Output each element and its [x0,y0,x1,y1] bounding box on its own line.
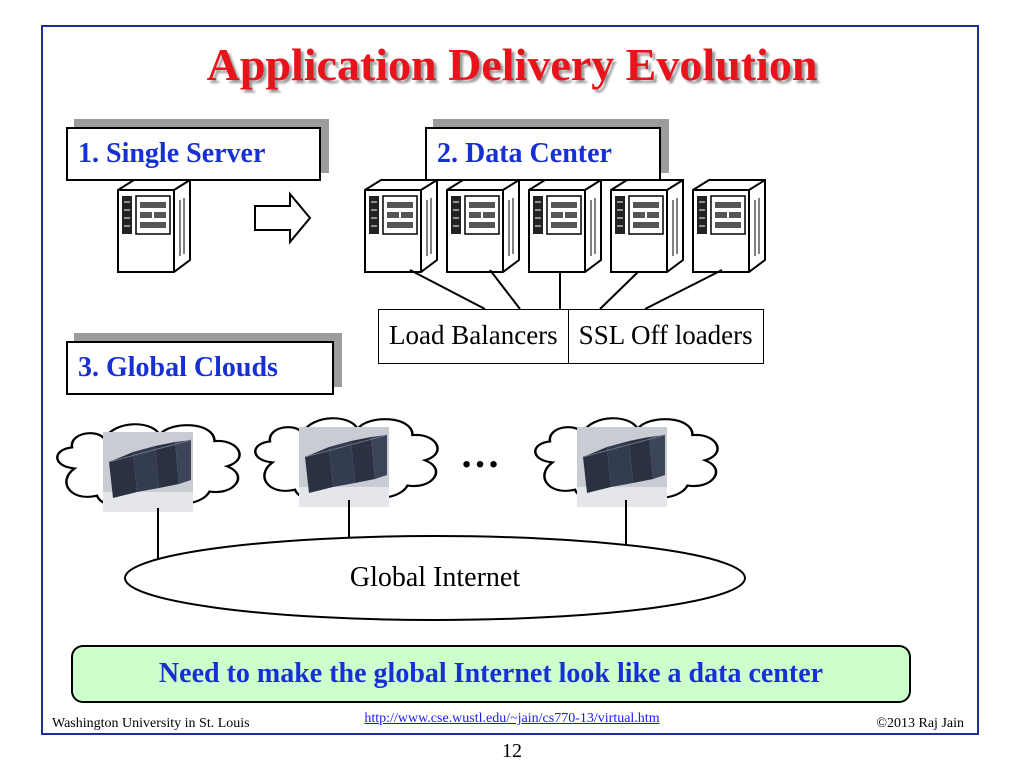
footer-institution: Washington University in St. Louis [52,716,250,731]
slide-frame [41,25,979,735]
arrow-right-icon [254,191,312,245]
summary-callout: Need to make the global Internet look li… [71,645,911,703]
server-links [409,269,723,310]
cloud-3 [534,417,719,508]
stage-2-label: 2. Data Center [425,127,661,181]
page-number: 12 [502,740,522,762]
footer-link[interactable]: http://www.cse.wustl.edu/~jain/cs770-13/… [364,711,660,726]
footer-copyright: ©2013 Raj Jain [876,716,964,731]
server-icon [528,179,602,273]
datacenter-rack-icon [102,431,194,513]
server-icon [117,179,191,273]
server-icon [610,179,684,273]
server-icon [692,179,766,273]
cloud-2 [254,417,439,508]
cloud-1 [56,423,241,513]
load-balancers-cell: Load Balancers [379,310,569,363]
ssl-offloaders-cell: SSL Off loaders [578,320,753,350]
datacenter-rack-icon [298,426,390,508]
server-icon [446,179,520,273]
global-internet-ellipse [124,535,746,621]
server-icon [364,179,438,273]
global-internet-label: Global Internet [349,562,521,593]
stage-1-label: 1. Single Server [66,127,321,181]
datacenter-rack-icon [576,426,668,508]
stage-3-label: 3. Global Clouds [66,341,334,395]
more-clouds-ellipsis: … [460,431,500,476]
slide-title: Application Delivery Evolution [206,39,818,90]
load-balancer-table: Load Balancers SSL Off loaders [378,309,764,364]
